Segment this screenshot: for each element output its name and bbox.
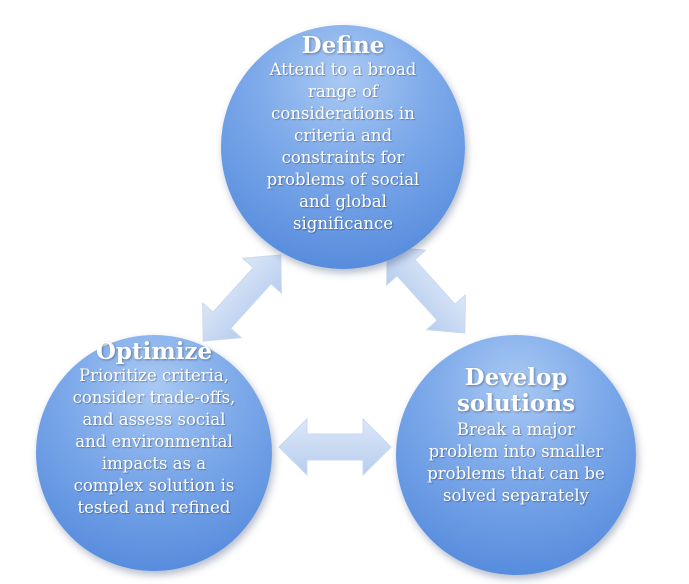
- node-optimize: Optimize Prioritize criteria, consider t…: [36, 335, 272, 571]
- node-optimize-title: Optimize: [95, 338, 213, 365]
- node-develop: Develop solutions Break a major problem …: [396, 335, 636, 575]
- node-define: Define Attend to a broad range of consid…: [221, 25, 465, 269]
- double-arrow-optimize-develop: [278, 417, 392, 477]
- double-arrow-define-develop: [386, 246, 466, 334]
- node-optimize-body: Prioritize criteria, consider trade-offs…: [72, 366, 236, 517]
- node-develop-body: Break a major problem into smaller probl…: [427, 420, 605, 505]
- node-define-title: Define: [301, 32, 385, 59]
- node-define-body: Attend to a broad range of consideration…: [266, 60, 420, 233]
- double-arrow-optimize-define: [202, 254, 282, 342]
- node-develop-title: Develop solutions: [456, 364, 576, 417]
